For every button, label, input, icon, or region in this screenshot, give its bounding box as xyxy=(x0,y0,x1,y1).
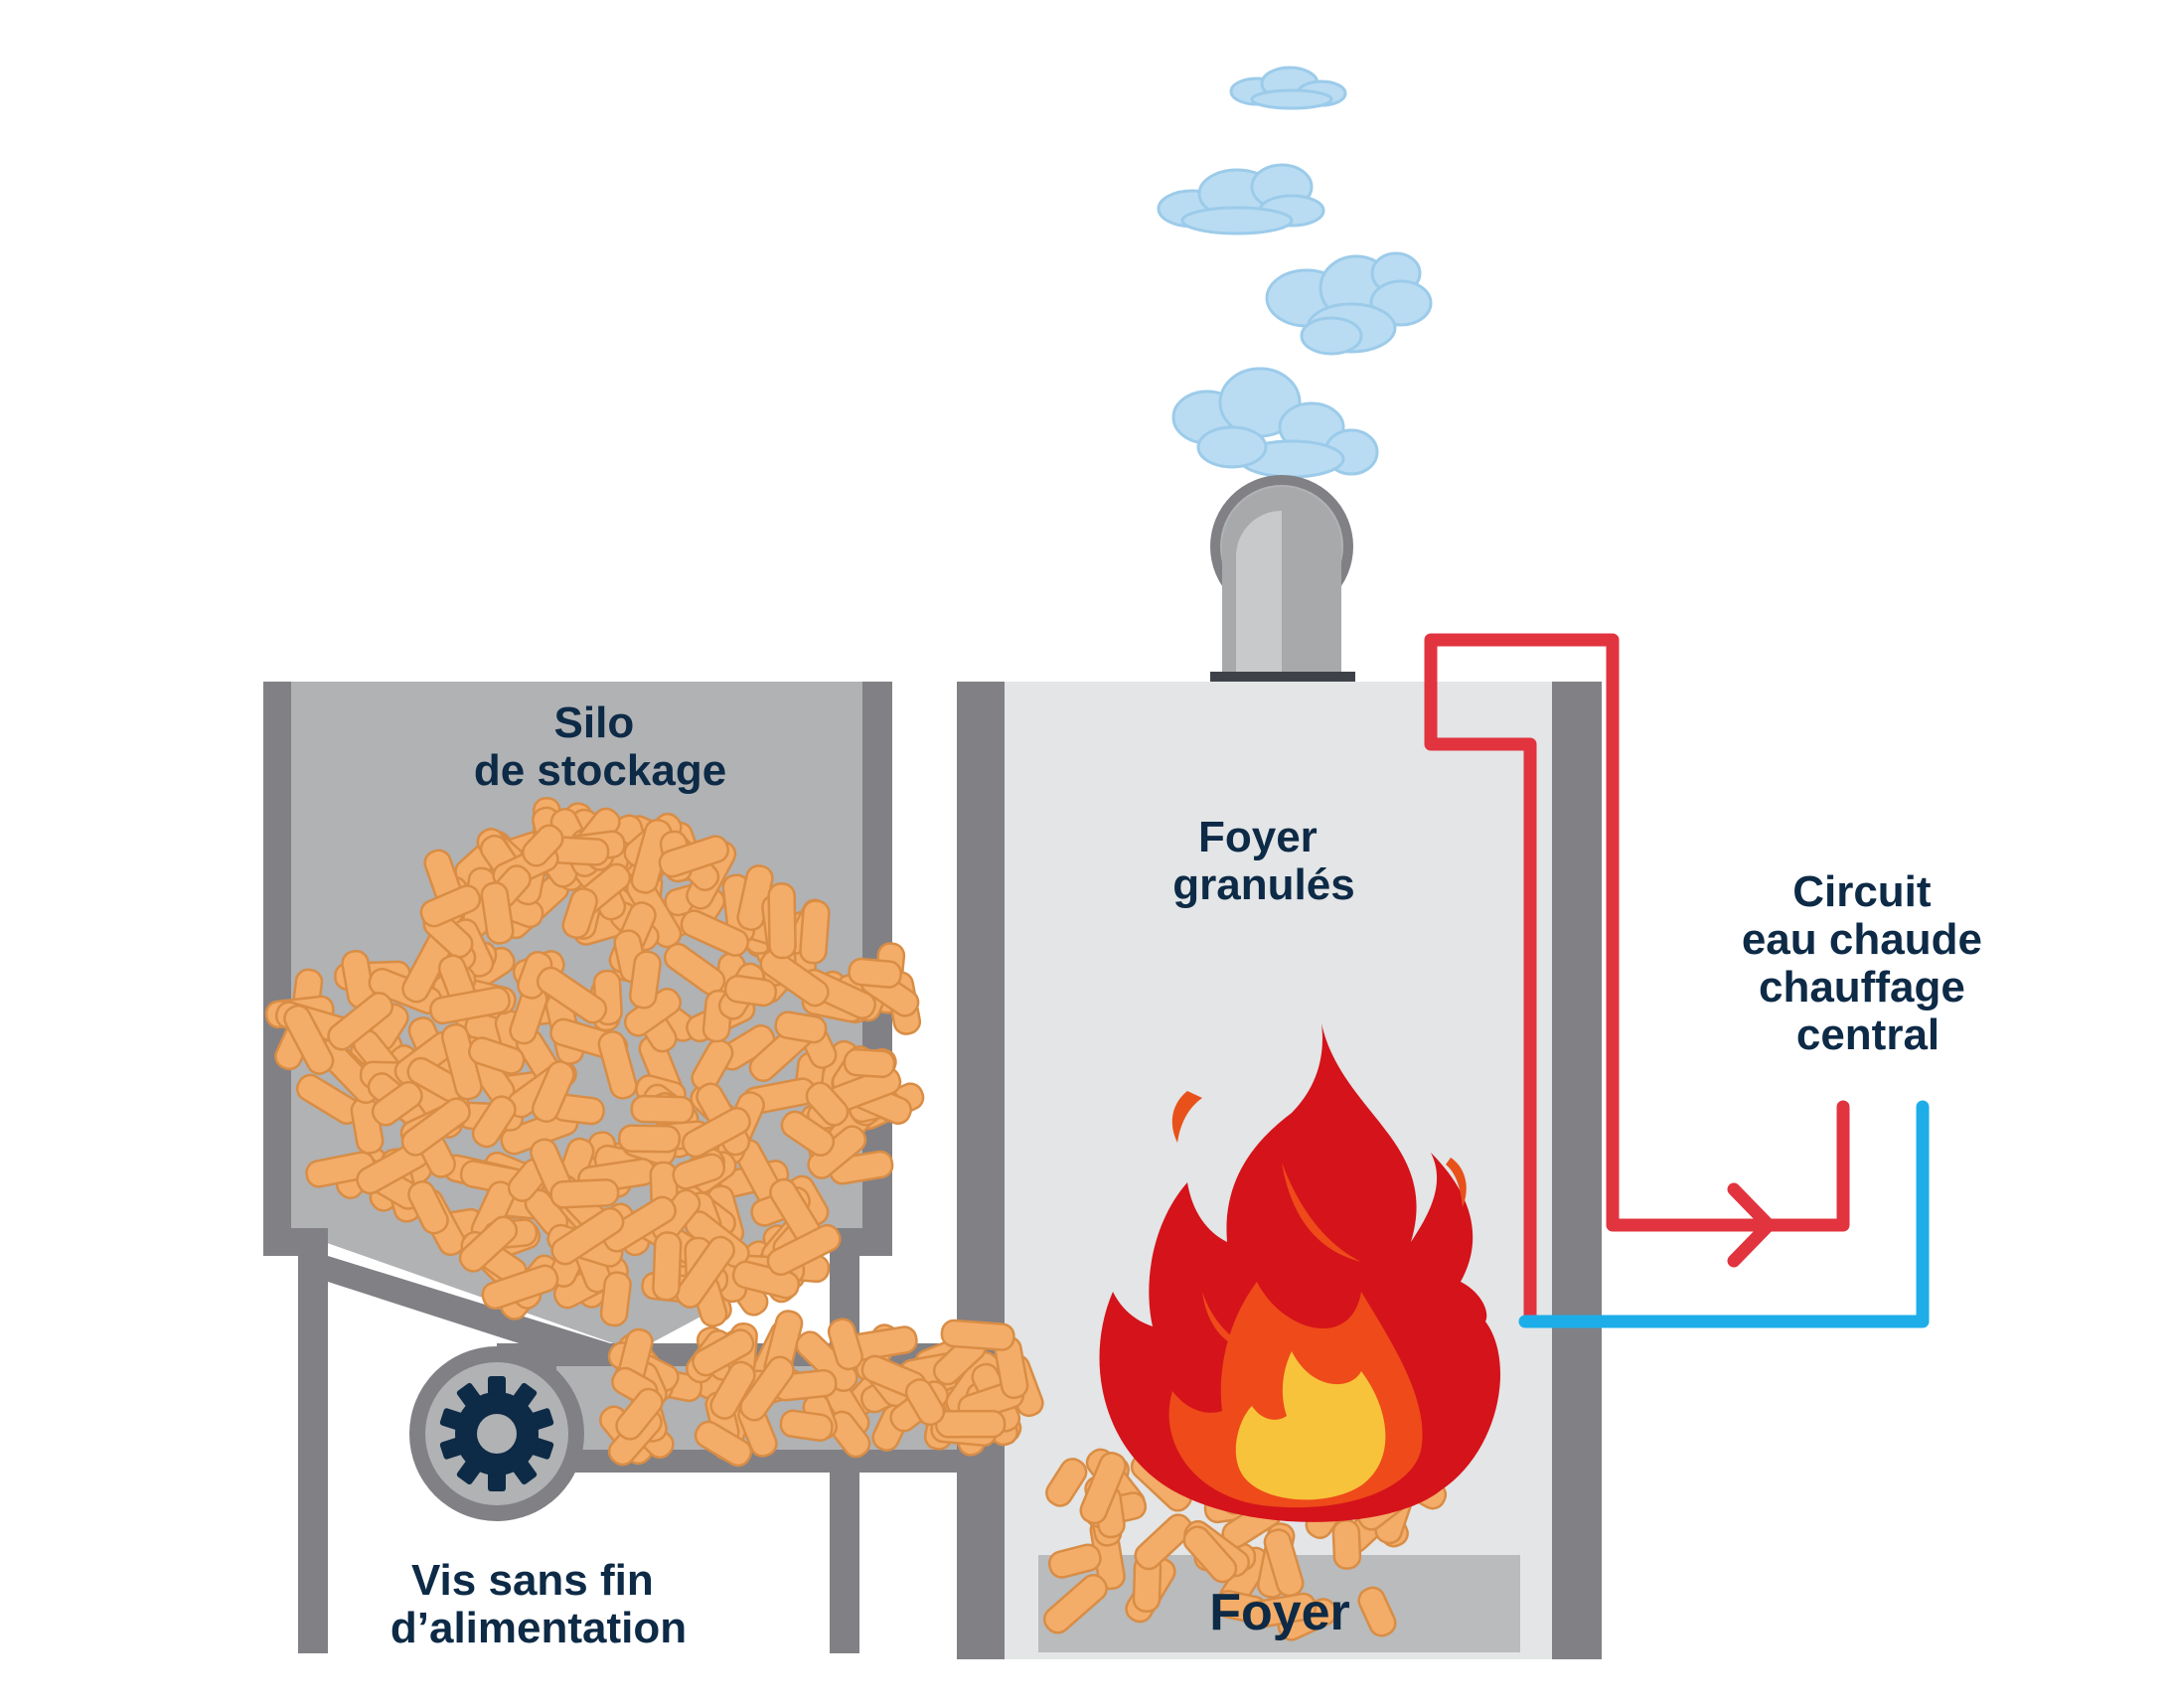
pellet xyxy=(904,1378,946,1427)
pellet xyxy=(550,1206,625,1266)
pellet xyxy=(419,884,482,928)
foyer-granules-label-line: Foyer xyxy=(1198,813,1318,861)
pellet xyxy=(1047,1543,1102,1579)
pellet xyxy=(371,1081,423,1127)
pellet xyxy=(531,1060,575,1123)
pellet xyxy=(1045,1458,1088,1507)
pellet xyxy=(615,1387,664,1441)
pellet xyxy=(848,957,902,989)
pellet xyxy=(1134,1513,1193,1571)
pellet xyxy=(458,1215,519,1273)
circuit-label-line: Circuit xyxy=(1792,867,1932,916)
pellet xyxy=(283,1004,335,1075)
pellet xyxy=(1043,1573,1108,1634)
pellet xyxy=(468,1036,526,1075)
pellet xyxy=(843,1047,896,1079)
pellet xyxy=(536,966,608,1024)
pellet xyxy=(522,824,564,867)
pellet xyxy=(827,1318,863,1371)
pellet xyxy=(799,899,831,965)
pellet xyxy=(759,949,830,1008)
chimney xyxy=(1210,475,1355,686)
pellet xyxy=(618,1124,682,1154)
pellet xyxy=(682,1106,751,1159)
arrow-right-icon xyxy=(1727,1182,1776,1268)
cloud-icon xyxy=(1229,66,1347,110)
pellet xyxy=(549,1178,620,1209)
foyer-granules-label-line: granulés xyxy=(1172,860,1354,909)
gear-icon xyxy=(439,1376,554,1491)
pellet xyxy=(471,1095,517,1149)
pellet xyxy=(630,1094,695,1125)
foyer-label: Foyer xyxy=(1209,1584,1350,1641)
pellet xyxy=(774,1010,828,1044)
cloud-icon xyxy=(1157,163,1325,235)
smoke-clouds xyxy=(1157,66,1433,479)
pellet xyxy=(692,1328,755,1377)
pellet xyxy=(675,1235,735,1309)
pellet xyxy=(597,1030,638,1100)
vis-label-line: d’alimentation xyxy=(390,1604,687,1652)
vis-label: Vis sans fin d’alimentation xyxy=(390,1556,687,1652)
silo-label: Silo de stockage xyxy=(474,699,726,795)
pellet xyxy=(694,1420,753,1468)
pellet xyxy=(658,835,729,878)
cloud-icon xyxy=(1171,367,1379,479)
pellet xyxy=(766,1223,842,1277)
silo-label-line: de stockage xyxy=(474,746,726,795)
pellet xyxy=(739,1355,795,1422)
circuit-label-line: eau chaude xyxy=(1742,915,1982,964)
pellet xyxy=(663,942,726,996)
pellet xyxy=(561,887,598,940)
pellet xyxy=(480,881,515,945)
pellet xyxy=(805,1081,850,1127)
pellet xyxy=(680,909,750,957)
pellet xyxy=(1331,1519,1362,1570)
cloud-icon xyxy=(1265,251,1433,356)
flame-icon xyxy=(1099,1023,1500,1522)
pellet xyxy=(652,1231,683,1302)
pellet xyxy=(780,1110,836,1157)
pellet xyxy=(1357,1586,1397,1637)
wood-pellets xyxy=(264,797,1448,1641)
hot-water-pipe xyxy=(1424,633,1850,1328)
pellet xyxy=(602,1195,677,1253)
circuit-label-line: central xyxy=(1796,1010,1940,1059)
cold-water-pipe xyxy=(1518,1100,1930,1328)
pellet xyxy=(723,974,778,1008)
pellet xyxy=(672,1153,726,1190)
pellet xyxy=(1182,1525,1238,1584)
pellet xyxy=(1079,1452,1127,1525)
pellet xyxy=(481,1264,559,1311)
pellet xyxy=(429,986,511,1025)
circuit-label: Circuit eau chaude chauffage central xyxy=(1742,867,1994,1059)
circuit-label-line: chauffage xyxy=(1759,963,1965,1011)
pellet xyxy=(940,1319,1015,1351)
pellet xyxy=(629,950,662,1009)
pellet xyxy=(599,1271,632,1327)
pellet xyxy=(935,1409,1007,1439)
pellet xyxy=(779,1409,834,1443)
pellet xyxy=(327,992,394,1051)
silo-label-line: Silo xyxy=(554,699,635,747)
foyer-granules-label: Foyer granulés xyxy=(1172,813,1354,909)
pellet xyxy=(1242,1592,1318,1630)
pellet xyxy=(400,1097,471,1157)
vis-label-line: Vis sans fin xyxy=(411,1556,654,1605)
pellet xyxy=(767,882,797,960)
pellet xyxy=(407,1179,449,1235)
